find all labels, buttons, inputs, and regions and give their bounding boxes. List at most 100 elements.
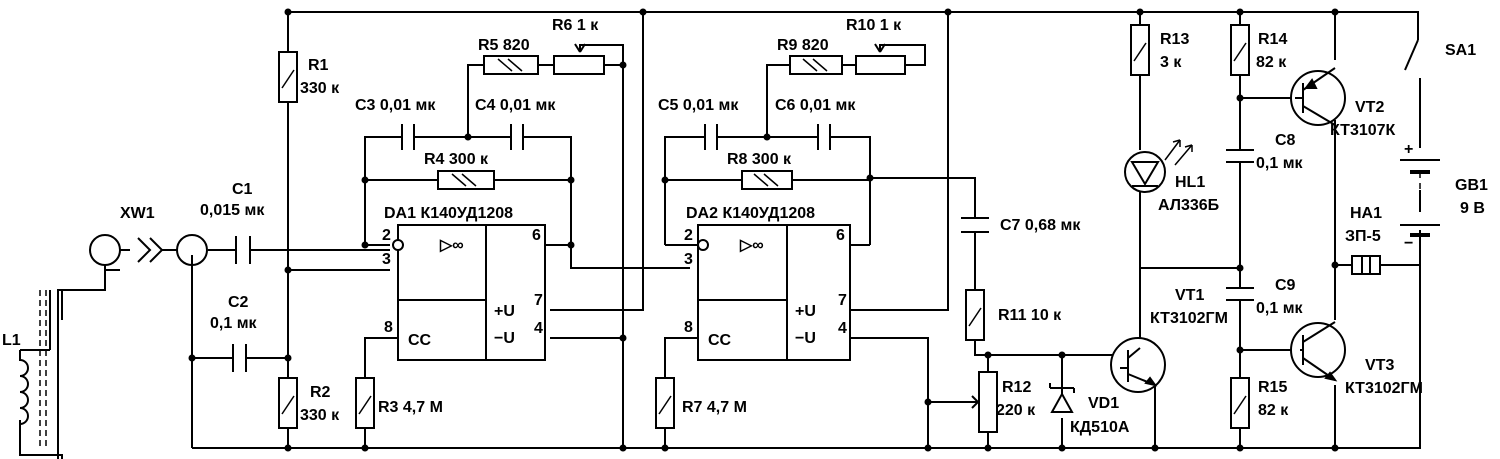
label-VD1: VD1	[1088, 395, 1119, 412]
label-R9: R9 820	[777, 37, 829, 54]
junction-dot	[924, 398, 932, 406]
label-R12-value: 220 к	[996, 402, 1036, 419]
label-HL1-value: АЛ336Б	[1158, 197, 1219, 214]
resistor-r11: R11 10 к	[965, 289, 1062, 341]
label-GB1: GB1	[1455, 177, 1488, 194]
label-DA2: DA2 К140УД1208	[686, 205, 815, 222]
label-VT3: VT3	[1365, 357, 1394, 374]
opamp-plus-u: +U	[795, 303, 816, 320]
battery-minus-mark: −	[1404, 235, 1413, 252]
label-R15-value: 82 к	[1258, 402, 1289, 419]
pin-7: 7	[534, 292, 543, 309]
junction-dot	[188, 354, 196, 362]
junction-dot	[619, 61, 627, 69]
transistor-vt2: VT2 КТ3107К	[1290, 67, 1396, 139]
resistor-r1: R1 330 к	[278, 51, 340, 103]
potentiometer-r10: R10 1 к	[846, 17, 906, 75]
label-SA1: SA1	[1445, 42, 1476, 59]
junction-dot	[924, 444, 932, 452]
resistor-r8: R8 300 к	[727, 151, 793, 190]
junction-dot	[639, 8, 647, 16]
label-HL1: HL1	[1175, 174, 1205, 191]
label-R7: R7 4,7 М	[682, 399, 747, 416]
opamp-symbol: ▷∞	[439, 237, 464, 254]
capacitor-c8: C8 0,1 мк	[1226, 132, 1304, 172]
label-R14-value: 82 к	[1256, 54, 1287, 71]
junction-dot	[1236, 94, 1244, 102]
junction-dot	[984, 444, 992, 452]
opamp-symbol: ▷∞	[739, 237, 764, 254]
junction-dot	[866, 174, 874, 182]
capacitor-c1: C1 0,015 мк	[200, 181, 265, 264]
pin-2: 2	[382, 227, 391, 244]
junction-dot	[763, 133, 771, 141]
junction-dot	[984, 351, 992, 359]
pin-3: 3	[684, 251, 693, 268]
opamp-plus-u: +U	[494, 303, 515, 320]
led-hl1: HL1 АЛ336Б	[1124, 139, 1219, 214]
junction-dot	[567, 241, 575, 249]
transistor-vt3: VT3 КТ3102ГМ	[1290, 321, 1423, 397]
capacitor-c6: C6 0,01 мк	[775, 97, 856, 150]
label-C8: C8	[1275, 132, 1296, 149]
pin-4: 4	[534, 320, 543, 337]
battery-gb1: + − GB1 9 В	[1400, 141, 1488, 252]
label-VT1: VT1	[1175, 287, 1204, 304]
label-R15: R15	[1258, 379, 1287, 396]
resistor-r14: R14 82 к	[1230, 24, 1287, 76]
junction-dot	[1236, 264, 1244, 272]
pin-6: 6	[532, 227, 541, 244]
label-R11: R11 10 к	[998, 307, 1062, 324]
pin-7: 7	[838, 292, 847, 309]
junction-dot	[1151, 444, 1159, 452]
label-DA1: DA1 К140УД1208	[384, 205, 513, 222]
label-R13-value: 3 к	[1160, 54, 1182, 71]
junction-dot	[1236, 346, 1244, 354]
resistor-r4: R4 300 к	[424, 151, 495, 190]
junction-dot	[361, 176, 369, 184]
label-VT2: VT2	[1355, 99, 1384, 116]
potentiometer-r6: R6 1 к	[552, 17, 605, 75]
pin-4: 4	[838, 320, 847, 337]
label-C7: C7 0,68 мк	[1000, 217, 1081, 234]
opamp-cc: CC	[408, 332, 432, 349]
pin-8: 8	[384, 319, 393, 336]
label-C9-value: 0,1 мк	[1256, 300, 1304, 317]
label-HA1: HA1	[1350, 205, 1382, 222]
label-R8: R8 300 к	[727, 151, 792, 168]
label-VT2-value: КТ3107К	[1330, 122, 1396, 139]
label-R1-value: 330 к	[300, 80, 340, 97]
label-R2-value: 330 к	[300, 407, 340, 424]
potentiometer-r12: R12 220 к	[968, 371, 1036, 433]
junction-dot	[1331, 8, 1339, 16]
junction-dot	[661, 176, 669, 184]
resistor-r5: R5 820	[478, 37, 539, 75]
junction-dot	[619, 444, 627, 452]
opamp-da2: DA2 К140УД1208 ▷∞ CC +U −U 2 3 6 7 4 8	[684, 205, 851, 361]
junction-dot	[661, 444, 669, 452]
junction-dot	[1331, 444, 1339, 452]
label-HA1-value: ЗП-5	[1345, 228, 1381, 245]
battery-plus-mark: +	[1404, 141, 1413, 158]
junction-dot	[1058, 351, 1066, 359]
connector-xw1: XW1	[89, 205, 208, 270]
opamp-da1: DA1 К140УД1208 ▷∞ CC +U −U 2 3 6 7 4 8	[382, 205, 546, 361]
resistor-r7: R7 4,7 М	[655, 377, 747, 429]
switch-sa1: SA1	[1404, 39, 1476, 86]
label-R5: R5 820	[478, 37, 530, 54]
label-C2-value: 0,1 мк	[210, 315, 258, 332]
label-R6: R6 1 к	[552, 17, 599, 34]
label-C3: C3 0,01 мк	[355, 97, 436, 114]
capacitor-c3: C3 0,01 мк	[355, 97, 436, 150]
junction-dot	[1331, 261, 1339, 269]
junction-dot	[284, 8, 292, 16]
resistor-r3: R3 4,7 М	[355, 377, 443, 429]
junction-dot	[1058, 444, 1066, 452]
coil-l1: L1	[2, 290, 50, 450]
label-C9: C9	[1275, 277, 1296, 294]
pin-8: 8	[684, 319, 693, 336]
pin-2: 2	[684, 227, 693, 244]
label-R14: R14	[1258, 31, 1287, 48]
label-R3: R3 4,7 М	[378, 399, 443, 416]
label-XW1: XW1	[120, 205, 155, 222]
